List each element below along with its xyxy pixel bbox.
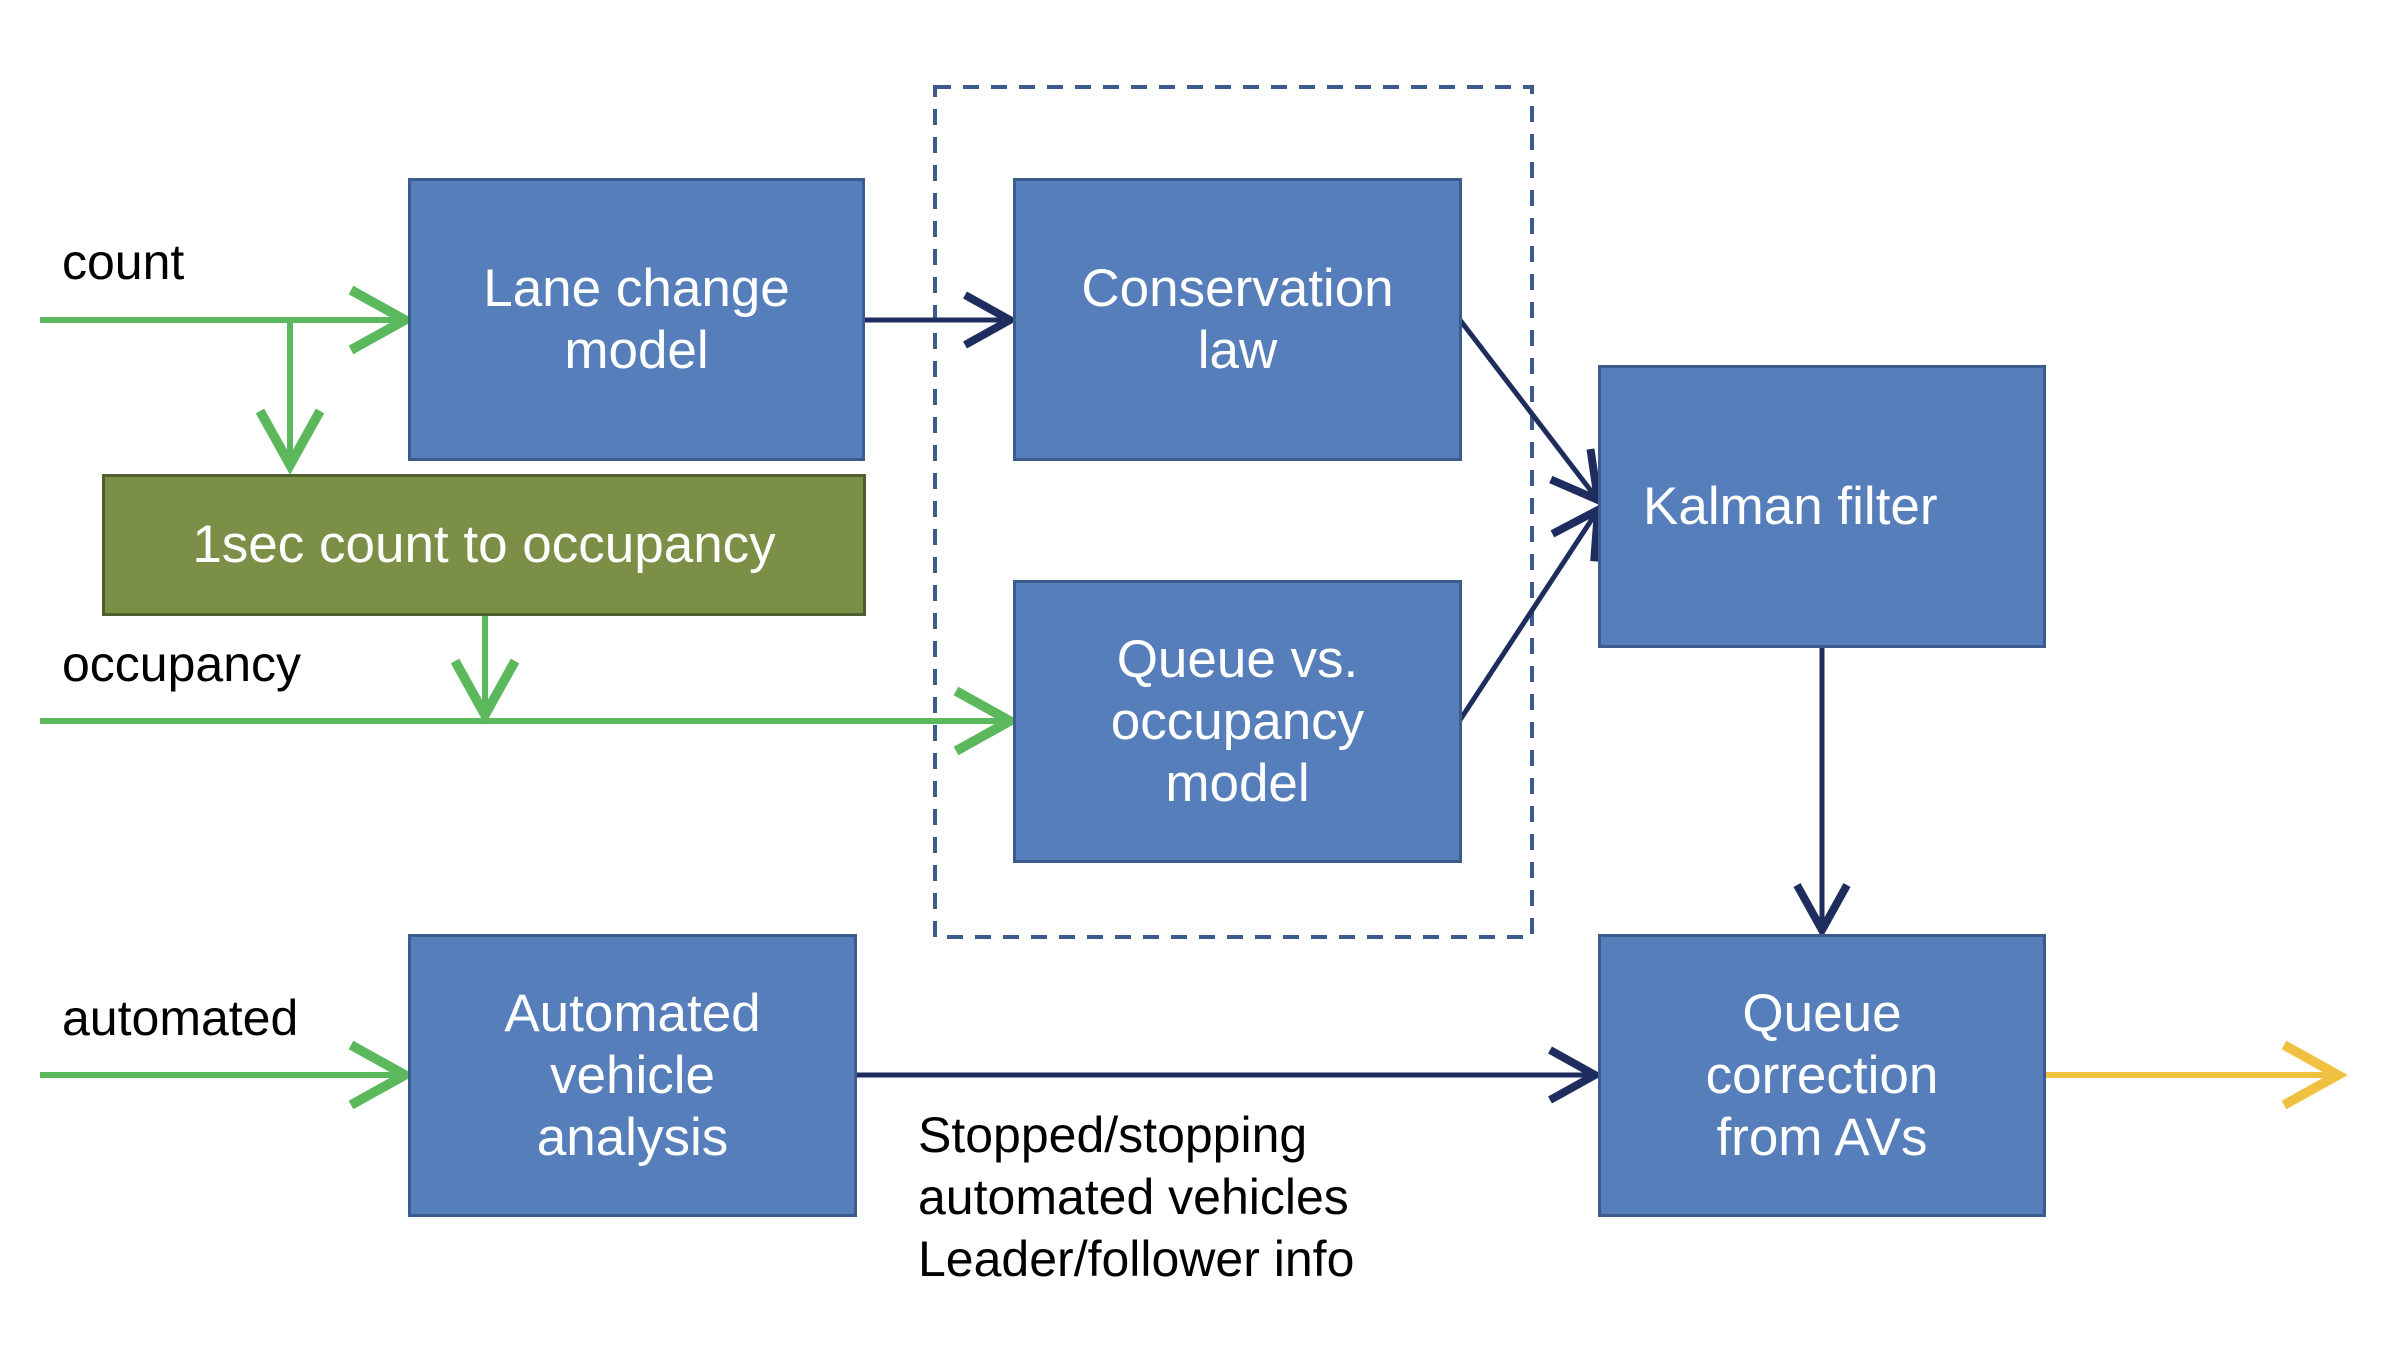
conservation-law-box: Conservation law xyxy=(1013,178,1462,461)
automated-label: automated xyxy=(62,990,299,1046)
occupancy-label: occupancy xyxy=(62,636,302,692)
lane-change-model-box: Lane change model xyxy=(408,178,865,461)
count-to-occupancy-box: 1sec count to occupancy xyxy=(102,474,866,616)
dashed-group-frame xyxy=(933,85,1534,939)
count-label: count xyxy=(62,234,185,290)
queue-occupancy-to-kalman-arrow xyxy=(1457,503,1603,722)
queue-occupancy-model-box: Queue vs. occupancy model xyxy=(1013,580,1462,863)
queue-correction-box: Queue correction from AVs xyxy=(1598,934,2046,1217)
kalman-filter-box: Kalman filter xyxy=(1598,365,2046,648)
automated-vehicle-analysis-box: Automated vehicle analysis xyxy=(408,934,857,1217)
av-info-annotation: Stopped/stopping automated vehicles Lead… xyxy=(918,1107,1355,1287)
conservation-to-kalman-arrow xyxy=(1458,318,1604,507)
